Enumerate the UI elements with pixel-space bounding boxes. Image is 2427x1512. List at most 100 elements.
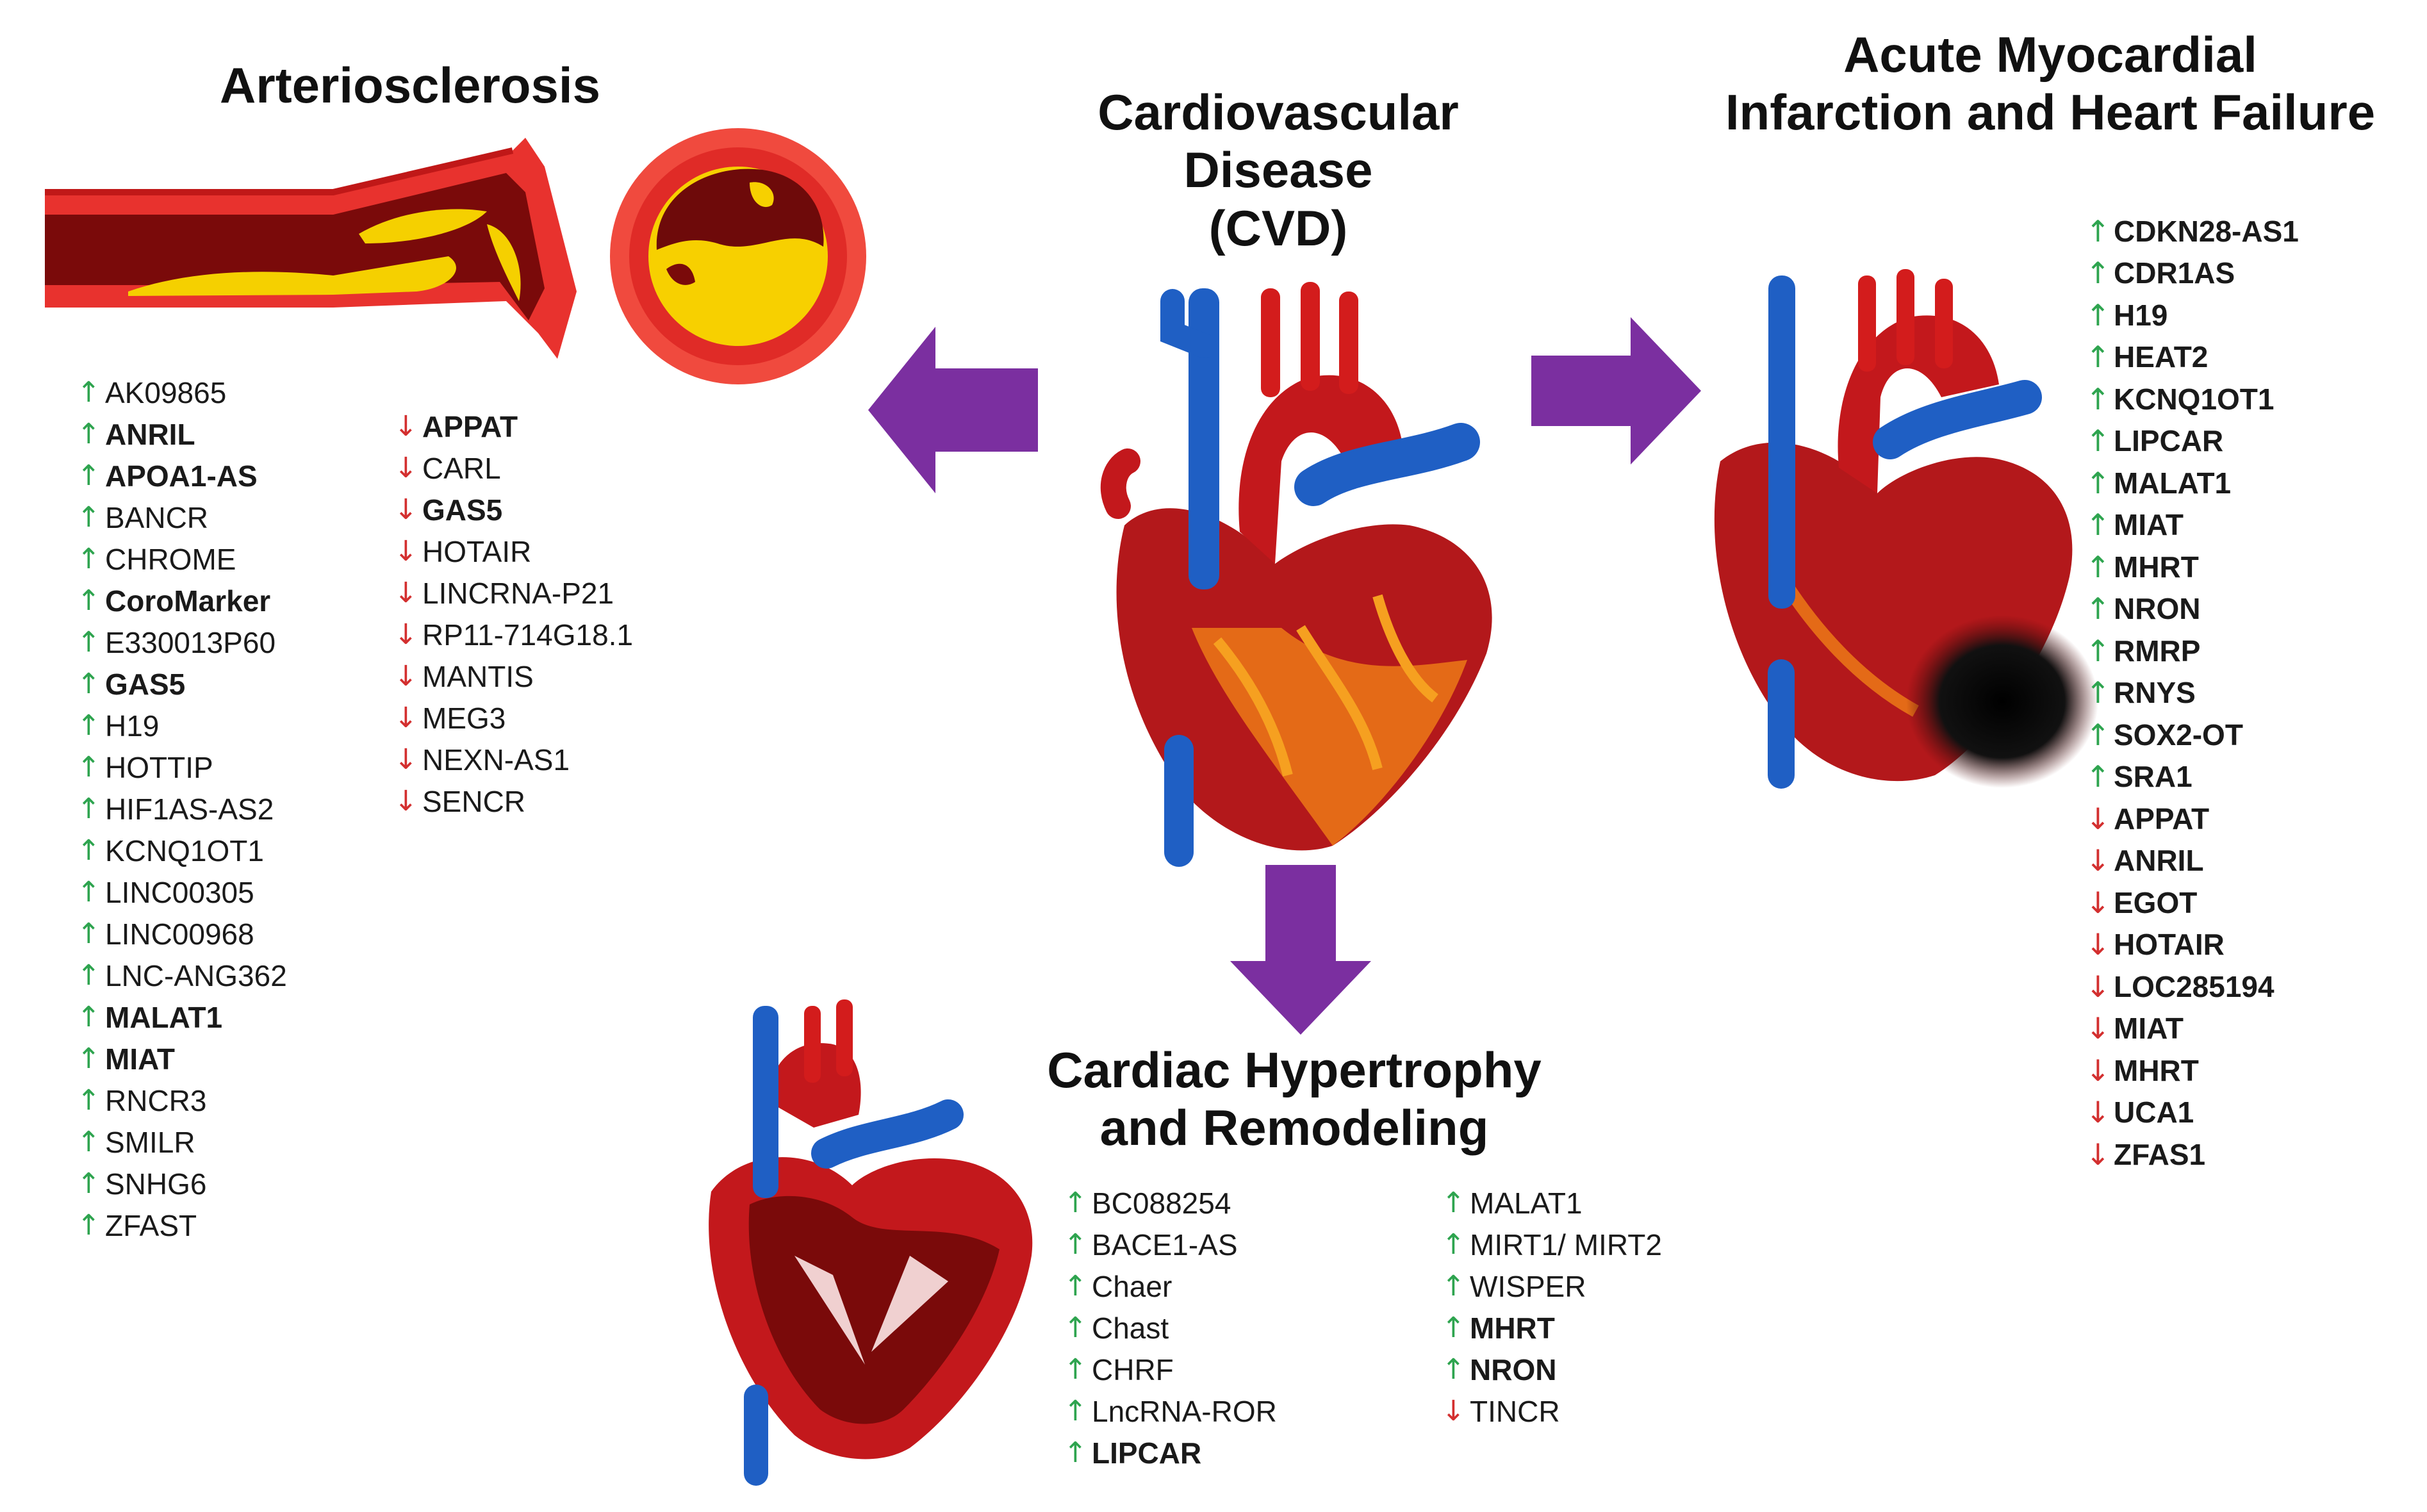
up-arrow-icon: ↑: [77, 1209, 101, 1242]
title-hypertrophy-line2: and Remodeling: [1099, 1099, 1489, 1156]
lncrna-name: MIAT: [2114, 508, 2184, 542]
up-arrow-icon: ↑: [77, 584, 101, 617]
lncrna-name: BACE1-AS: [1092, 1228, 1238, 1261]
lncrna-name: APPAT: [422, 409, 518, 443]
lncrna-item: ↑RNCR3: [77, 1080, 287, 1121]
lncrna-item: ↑MHRT: [1442, 1307, 1662, 1349]
lncrna-name: HOTAIR: [422, 534, 532, 568]
lncrna-item: ↑WISPER: [1442, 1265, 1662, 1307]
lncrna-name: ZFAST: [105, 1208, 197, 1242]
lncrna-name: MHRT: [2114, 550, 2199, 584]
lncrna-item: ↑RMRP: [2086, 630, 2299, 672]
lncrna-name: EGOT: [2114, 885, 2198, 919]
title-ami-line2: Infarction and Heart Failure: [1725, 84, 2376, 141]
lncrna-name: LNC-ANG362: [105, 958, 287, 992]
down-arrow-icon: ↓: [2086, 1053, 2110, 1088]
lncrna-name: LINC00305: [105, 875, 254, 909]
lncrna-item: ↑SOX2-OT: [2086, 714, 2299, 756]
up-arrow-icon: ↑: [2086, 507, 2110, 543]
lncrna-name: CARL: [422, 451, 501, 485]
title-arteriosclerosis-line1: Arteriosclerosis: [220, 57, 600, 113]
lncrna-name: CoroMarker: [105, 584, 271, 618]
lncrna-item: ↑HIF1AS-AS2: [77, 788, 287, 830]
arrow-right-ami: [1531, 317, 1701, 464]
lncrna-name: MANTIS: [422, 659, 534, 693]
lncrna-name: CHROME: [105, 542, 236, 576]
lncrna-item: ↑BC088254: [1064, 1182, 1277, 1224]
up-arrow-icon: ↑: [2086, 381, 2110, 416]
lncrna-name: MIAT: [2114, 1012, 2184, 1046]
lncrna-item: ↑LncRNA-ROR: [1064, 1390, 1277, 1432]
lncrna-item: ↓HOTAIR: [394, 530, 633, 572]
lncrna-item: ↑CHRF: [1064, 1349, 1277, 1390]
title-cvd-line1: Cardiovascular: [1098, 84, 1459, 140]
up-arrow-icon: ↑: [77, 1167, 101, 1200]
lncrna-name: MEG3: [422, 701, 506, 735]
lncrna-item: ↑CDR1AS: [2086, 252, 2299, 295]
up-arrow-icon: ↑: [1442, 1311, 1465, 1344]
up-arrow-icon: ↑: [2086, 297, 2110, 333]
lncrna-name: APOA1-AS: [105, 459, 258, 493]
lncrna-name: SOX2-OT: [2114, 718, 2243, 752]
up-arrow-icon: ↑: [77, 501, 101, 534]
lncrna-item: ↑MALAT1: [1442, 1182, 1662, 1224]
lncrna-item: ↑MALAT1: [77, 996, 287, 1038]
lncrna-item: ↑MIRT1/ MIRT2: [1442, 1224, 1662, 1265]
up-arrow-icon: ↑: [77, 793, 101, 825]
down-arrow-icon: ↓: [394, 535, 418, 568]
lncrna-item: ↓LOC285194: [2086, 966, 2299, 1008]
ami-lncrna-list: ↑CDKN28-AS1↑CDR1AS↑H19↑HEAT2↑KCNQ1OT1↑LI…: [2086, 210, 2299, 1176]
hypertrophy-heart-illustration: [709, 999, 1033, 1486]
lncrna-item: ↑HOTTIP: [77, 746, 287, 788]
lncrna-name: LIPCAR: [2114, 424, 2224, 458]
lncrna-item: ↑BACE1-AS: [1064, 1224, 1277, 1265]
up-arrow-icon: ↑: [1442, 1353, 1465, 1386]
lncrna-name: MALAT1: [105, 1000, 223, 1034]
up-arrow-icon: ↑: [77, 709, 101, 742]
up-arrow-icon: ↑: [77, 876, 101, 908]
arrow-left-arterio: [868, 327, 1038, 493]
lncrna-name: NRON: [1470, 1352, 1557, 1386]
up-arrow-icon: ↑: [1064, 1270, 1087, 1302]
lncrna-item: ↑H19: [2086, 294, 2299, 336]
lncrna-name: GAS5: [422, 493, 503, 527]
lncrna-name: TINCR: [1470, 1394, 1560, 1428]
up-arrow-icon: ↑: [1442, 1187, 1465, 1219]
lncrna-name: SENCR: [422, 784, 526, 818]
title-hypertrophy-line1: Cardiac Hypertrophy: [1047, 1042, 1542, 1098]
central-heart-illustration: [1100, 282, 1492, 867]
lncrna-item: ↓APPAT: [394, 406, 633, 447]
down-arrow-icon: ↓: [394, 660, 418, 693]
up-arrow-icon: ↑: [1064, 1187, 1087, 1219]
lncrna-item: ↑KCNQ1OT1: [2086, 378, 2299, 420]
title-ami-line1: Acute Myocardial: [1843, 26, 2257, 83]
down-arrow-icon: ↓: [394, 410, 418, 443]
up-arrow-icon: ↑: [2086, 213, 2110, 249]
down-arrow-icon: ↓: [394, 493, 418, 526]
up-arrow-icon: ↑: [2086, 675, 2110, 711]
lncrna-item: ↓RP11-714G18.1: [394, 614, 633, 655]
up-arrow-icon: ↑: [77, 1126, 101, 1158]
lncrna-item: ↑MHRT: [2086, 546, 2299, 588]
lncrna-name: LINCRNA-P21: [422, 576, 614, 610]
lncrna-name: RNYS: [2114, 676, 2196, 710]
down-arrow-icon: ↓: [1442, 1395, 1465, 1427]
lncrna-item: ↑LIPCAR: [1064, 1432, 1277, 1474]
up-arrow-icon: ↑: [1442, 1270, 1465, 1302]
lncrna-name: ANRIL: [2114, 844, 2204, 878]
title-ami: Acute Myocardial Infarction and Heart Fa…: [1691, 26, 2409, 142]
title-cvd: Cardiovascular Disease (CVD): [1041, 83, 1515, 257]
up-arrow-icon: ↑: [2086, 591, 2110, 627]
title-cvd-line3: (CVD): [1208, 199, 1348, 256]
up-arrow-icon: ↑: [1064, 1436, 1087, 1469]
lncrna-item: ↑LNC-ANG362: [77, 955, 287, 996]
up-arrow-icon: ↑: [77, 917, 101, 950]
ami-heart-illustration: [1714, 269, 2098, 789]
down-arrow-icon: ↓: [394, 452, 418, 484]
lncrna-name: NEXN-AS1: [422, 743, 570, 777]
up-arrow-icon: ↑: [2086, 256, 2110, 291]
lncrna-name: LINC00968: [105, 917, 254, 951]
lncrna-name: MIRT1/ MIRT2: [1470, 1228, 1662, 1261]
lncrna-name: HIF1AS-AS2: [105, 792, 274, 826]
